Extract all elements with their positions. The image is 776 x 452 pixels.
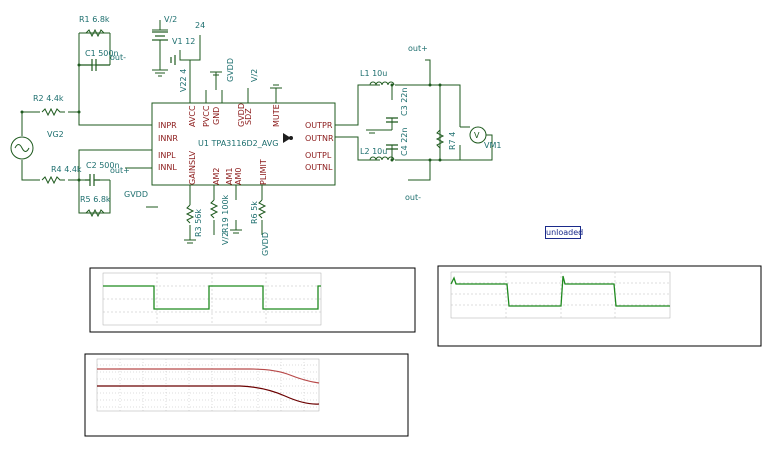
- label-r6: R6 5k: [250, 201, 259, 224]
- label-r5: R5 6.8k: [80, 195, 111, 204]
- pin-inpl: INPL: [158, 151, 176, 160]
- label-v1: V1 12: [172, 37, 195, 46]
- pin-innl: INNL: [158, 163, 177, 172]
- r4-symbol: [41, 175, 65, 185]
- label-gvdd-left: GVDD: [124, 190, 148, 199]
- r19-symbol: [209, 199, 219, 219]
- trace-bottom-left-1: [97, 368, 320, 384]
- label-v2-top: V/2: [164, 15, 177, 24]
- vm1-meter[interactable]: V: [460, 126, 493, 161]
- r6-symbol: [257, 199, 267, 219]
- voltmeter-v-icon: V: [474, 131, 480, 140]
- pin-gainslv: GAINSLV: [188, 150, 197, 185]
- label-v2-top2: V/2: [250, 69, 259, 82]
- label-out-minus-right: out-: [405, 193, 421, 202]
- vg2-source[interactable]: [10, 136, 34, 160]
- pin-pvcc: PVCC: [202, 105, 211, 127]
- pin-outpl: OUTPL: [305, 151, 332, 160]
- label-l2: L2 10u: [360, 147, 387, 156]
- pin-inpr: INPR: [158, 121, 177, 130]
- c4-symbol: [386, 144, 398, 150]
- v22-cap-symbol: [170, 55, 176, 65]
- r7-symbol: [435, 129, 445, 149]
- plot-top-left[interactable]: [89, 267, 416, 333]
- label-out-plus-mid: out+: [110, 166, 130, 175]
- wires: [21, 20, 461, 240]
- label-r1: R1 6.8k: [79, 15, 110, 24]
- label-gvdd-bottom: GVDD: [261, 232, 270, 256]
- ic-label: U1 TPA3116D2_AVG: [198, 139, 278, 148]
- l2-symbol: [369, 156, 395, 161]
- capacitors: [79, 55, 398, 186]
- sine-icon: [14, 144, 30, 152]
- status-badge[interactable]: unloaded: [545, 226, 584, 239]
- label-vg2: VG2: [47, 130, 64, 139]
- c1-symbol: [79, 59, 110, 71]
- label-r19: R19 100k: [221, 194, 230, 233]
- pin-outnr: OUTNR: [305, 134, 334, 143]
- pin-mute: MUTE: [272, 104, 281, 127]
- ic-u1-body[interactable]: [151, 102, 336, 186]
- battery-v1-symbol: [152, 31, 168, 41]
- pin-am1: AM1: [225, 168, 234, 185]
- junction-dots: [20, 63, 442, 182]
- pin-sdz: SDZ: [244, 108, 253, 125]
- trace-bottom-left-2: [97, 385, 320, 405]
- label-c3: C3 22n: [400, 88, 409, 116]
- pin-avcc: AVCC: [188, 105, 197, 127]
- pin-gnd: GND: [212, 107, 221, 125]
- r2-symbol: [41, 107, 65, 117]
- pin-outnl: OUTNL: [305, 163, 333, 172]
- pin-outpr: OUTPR: [305, 121, 333, 130]
- label-c1: C1 500n: [85, 49, 119, 58]
- label-r2: R2 4.4k: [33, 94, 64, 103]
- label-v22-4: V22 4: [179, 69, 188, 92]
- pin-plimit: PLIMIT: [259, 159, 268, 185]
- label-24: 24: [195, 21, 205, 30]
- r1-symbol: [85, 28, 105, 38]
- ground-symbols: [152, 69, 378, 244]
- r3-symbol: [185, 204, 195, 224]
- c3-symbol: [386, 117, 398, 123]
- resistors: [41, 28, 445, 224]
- label-out-minus-top: out-: [110, 53, 126, 62]
- r5-symbol: [85, 208, 105, 218]
- label-l1: L1 10u: [360, 69, 387, 78]
- trace-top-left: [103, 285, 321, 310]
- label-r4: R4 4.4k: [51, 165, 82, 174]
- label-r7: R7 4: [448, 132, 457, 150]
- label-vm1: VM1: [484, 141, 501, 150]
- plot-bottom-left[interactable]: [84, 353, 409, 437]
- label-c2: C2 500n: [86, 161, 120, 170]
- pin-am0: AM0: [234, 168, 243, 185]
- plot-top-right[interactable]: [437, 265, 762, 347]
- inductors: [369, 81, 395, 161]
- trace-top-right: [450, 275, 670, 307]
- pin-am2: AM2: [212, 168, 221, 185]
- pin-gvdd: GVDD: [237, 103, 246, 127]
- l1-symbol: [369, 81, 395, 86]
- pin-innr: INNR: [158, 134, 178, 143]
- label-c4: C4 22n: [400, 128, 409, 156]
- label-out-plus-right: out+: [408, 44, 428, 53]
- ic-triangle-icon: [283, 133, 293, 143]
- label-v2-bottom: V/2: [221, 232, 230, 245]
- c2-symbol: [85, 174, 100, 186]
- label-gvdd-top: GVDD: [226, 58, 235, 82]
- label-r3: R3 56k: [194, 209, 203, 237]
